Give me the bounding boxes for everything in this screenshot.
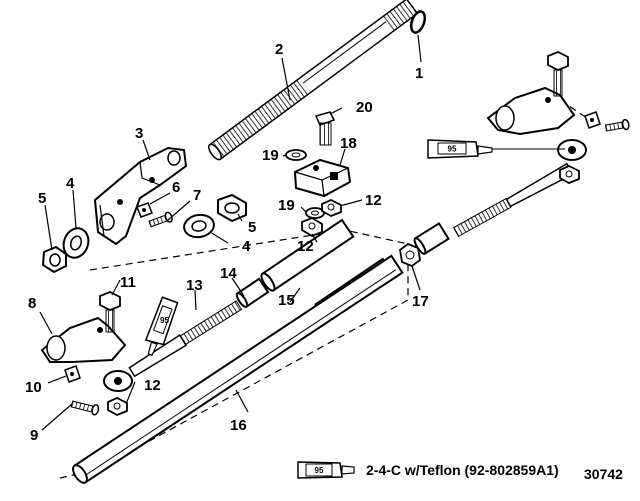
clamp-block-18 bbox=[293, 158, 352, 198]
callout-11: 11 bbox=[120, 274, 136, 291]
nut-12-upper-right bbox=[321, 199, 342, 217]
nut-5-right bbox=[217, 193, 247, 223]
callouts: 1 2 3 4 4 5 5 6 7 8 9 10 11 12 12 12 13 … bbox=[25, 41, 429, 444]
nut-12-lower bbox=[107, 397, 128, 416]
callout-5-right: 5 bbox=[248, 219, 256, 236]
figure-number: 30742 bbox=[584, 466, 623, 482]
washer-4-right bbox=[183, 213, 215, 239]
callout-5-left: 5 bbox=[38, 190, 46, 207]
callout-15: 15 bbox=[278, 292, 295, 309]
callout-1: 1 bbox=[415, 65, 423, 82]
callout-2: 2 bbox=[275, 41, 283, 58]
snap-ring-1 bbox=[409, 10, 427, 34]
legend: 95 2-4-C w/Teflon (92-802859A1) bbox=[297, 461, 559, 479]
steering-arm-8 bbox=[40, 316, 127, 363]
assembly-guide-lines bbox=[59, 99, 591, 479]
lubricant-tube-lower bbox=[144, 296, 179, 356]
spacer-14 bbox=[235, 277, 270, 309]
lubricant-tube-upper-label: 95 bbox=[448, 145, 457, 154]
tube-16 bbox=[72, 254, 404, 484]
tie-rod-right bbox=[452, 162, 574, 238]
nut-12-right bbox=[559, 165, 580, 184]
threaded-rod-2 bbox=[208, 0, 419, 161]
bolt-11 bbox=[99, 291, 121, 333]
callout-10: 10 bbox=[25, 379, 42, 396]
screw-right bbox=[604, 118, 630, 132]
rod-end-right bbox=[557, 139, 587, 161]
callout-18: 18 bbox=[340, 135, 357, 152]
legend-tube-label: 95 bbox=[315, 466, 324, 475]
callout-12-lower: 12 bbox=[144, 377, 161, 394]
washer-19-upper bbox=[285, 149, 307, 161]
legend-text: 2-4-C w/Teflon (92-802859A1) bbox=[366, 462, 559, 478]
callout-20: 20 bbox=[356, 99, 373, 116]
nut-17 bbox=[399, 242, 421, 268]
callout-14: 14 bbox=[220, 265, 237, 282]
callout-12-middle: 12 bbox=[297, 238, 314, 255]
callout-8: 8 bbox=[28, 295, 36, 312]
washer-4-left bbox=[62, 227, 90, 259]
plate-right bbox=[584, 111, 601, 129]
tie-rod-13 bbox=[128, 300, 243, 378]
legend-tube-icon: 95 bbox=[297, 461, 355, 479]
screw-7 bbox=[148, 211, 173, 228]
plate-6 bbox=[136, 202, 153, 218]
plate-10 bbox=[64, 365, 81, 383]
callout-19-upper: 19 bbox=[262, 147, 279, 164]
nut-12-middle bbox=[301, 216, 323, 238]
bracket-3 bbox=[93, 146, 188, 246]
sleeve-17 bbox=[413, 222, 450, 256]
callout-9: 9 bbox=[30, 427, 38, 444]
callout-16: 16 bbox=[230, 417, 247, 434]
nut-5-left bbox=[41, 245, 67, 274]
tube-15-upper bbox=[260, 218, 355, 292]
bolt-20 bbox=[314, 111, 336, 146]
callout-7: 7 bbox=[193, 187, 201, 204]
lubricant-tube-upper: 95 bbox=[427, 139, 565, 159]
callout-19-lower: 19 bbox=[278, 197, 295, 214]
callout-3: 3 bbox=[135, 125, 143, 142]
lubricant-tube-lower-label: 95 bbox=[160, 316, 169, 325]
rod-end-left bbox=[103, 370, 133, 392]
callout-6: 6 bbox=[172, 179, 180, 196]
screw-9 bbox=[70, 400, 100, 416]
leader-lines bbox=[39, 34, 422, 431]
bolt-right-upper bbox=[547, 51, 569, 97]
callout-4-right: 4 bbox=[242, 238, 251, 255]
steering-arm-right bbox=[486, 86, 576, 136]
callout-17: 17 bbox=[412, 293, 429, 310]
callout-4-left: 4 bbox=[66, 175, 75, 192]
callout-13: 13 bbox=[186, 277, 203, 294]
callout-12-upper-right: 12 bbox=[365, 192, 382, 209]
